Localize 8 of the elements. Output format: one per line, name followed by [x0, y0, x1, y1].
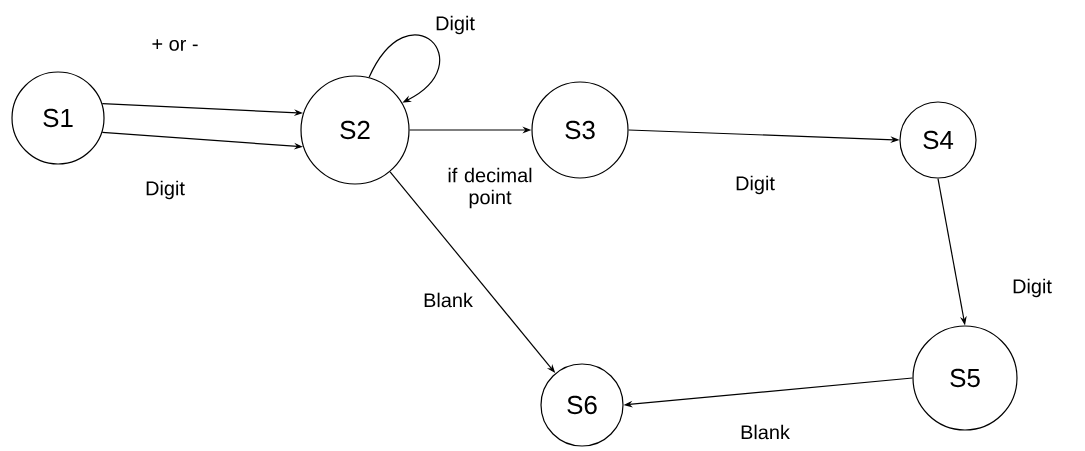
edge-label: Blank	[738, 422, 792, 442]
arrow	[368, 34, 441, 103]
edge-label: Blank	[421, 290, 475, 310]
edge-label: Digit	[733, 173, 777, 197]
edge-label: Digit	[433, 13, 477, 37]
edge-label: Digit	[143, 178, 187, 202]
edge-label: + or -	[149, 37, 201, 53]
edge-label: Digit	[1010, 276, 1054, 300]
